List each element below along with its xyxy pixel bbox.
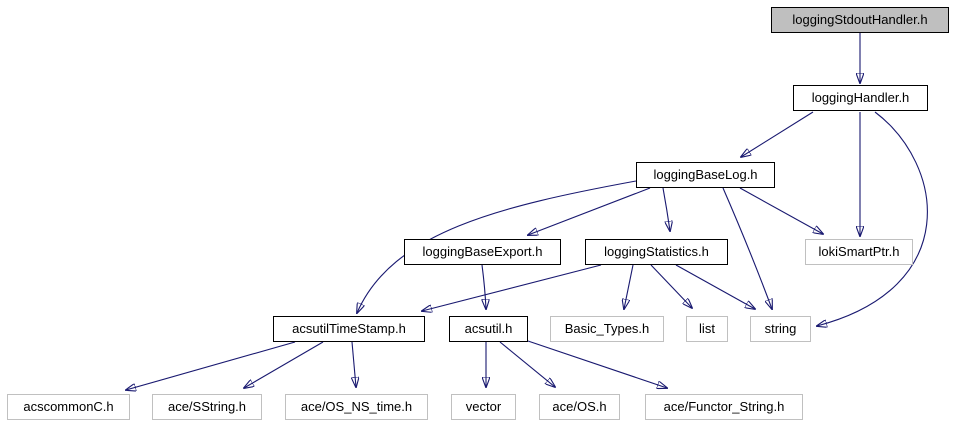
node-ace-OS: ace/OS.h	[539, 394, 620, 420]
edge-acsutil-aceFunctorString	[527, 340, 667, 388]
node-loggingHandler[interactable]: loggingHandler.h	[793, 85, 928, 111]
node-loggingBaseExport[interactable]: loggingBaseExport.h	[404, 239, 561, 265]
node-acscommonC: acscommonC.h	[7, 394, 130, 420]
edge-loggingStatistics-BasicTypes	[624, 264, 634, 309]
edge-loggingStatistics-list	[650, 264, 692, 308]
node-acsutil[interactable]: acsutil.h	[449, 316, 528, 342]
edge-acsutilTimeStamp-aceOSNStime	[352, 341, 356, 387]
edge-loggingHandler-string	[817, 111, 928, 326]
node-loggingStatistics[interactable]: loggingStatistics.h	[585, 239, 728, 265]
edge-loggingStatistics-string	[675, 264, 755, 309]
edge-acsutilTimeStamp-aceSString	[244, 341, 324, 388]
node-ace-Functor_String: ace/Functor_String.h	[645, 394, 803, 420]
node-Basic_Types: Basic_Types.h	[550, 316, 664, 342]
node-string: string	[750, 316, 811, 342]
edge-acsutilTimeStamp-acscommonC	[126, 341, 296, 390]
node-vector: vector	[451, 394, 516, 420]
edge-loggingBaseLog-string	[722, 187, 772, 309]
edge-loggingBaseLog-loggingBaseExport	[528, 187, 651, 235]
node-acsutilTimeStamp[interactable]: acsutilTimeStamp.h	[273, 316, 425, 342]
edge-acsutil-aceOS	[499, 341, 555, 387]
node-ace-SString: ace/SString.h	[152, 394, 262, 420]
node-ace-OS_NS_time: ace/OS_NS_time.h	[285, 394, 428, 420]
edge-loggingBaseLog-loggingStatistics	[662, 187, 670, 231]
edge-loggingHandler-loggingBaseLog	[741, 111, 814, 157]
node-lokiSmartPtr: lokiSmartPtr.h	[805, 239, 913, 265]
edge-loggingBaseExport-acsutil	[481, 264, 486, 309]
edge-loggingStatistics-acsutilTimeStamp	[422, 264, 602, 311]
node-loggingStdoutHandler: loggingStdoutHandler.h	[771, 7, 949, 33]
edge-loggingBaseLog-lokiSmartPtr	[739, 187, 823, 234]
node-loggingBaseLog[interactable]: loggingBaseLog.h	[636, 162, 775, 188]
node-list: list	[686, 316, 728, 342]
edge-loggingBaseLog-acsutilTimeStamp	[357, 180, 637, 313]
